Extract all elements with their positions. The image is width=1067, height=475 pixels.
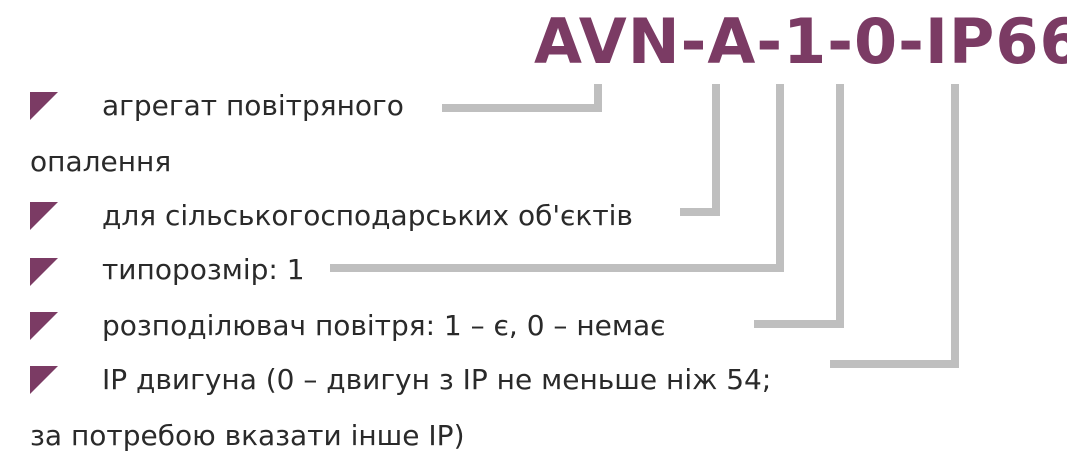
triangle-bullet-icon xyxy=(30,258,58,286)
item-distributor-line: розподілювач повітря: 1 – є, 0 – немає xyxy=(102,309,666,342)
triangle-bullet-icon xyxy=(30,202,58,230)
connector-line-distributor xyxy=(754,84,844,328)
item-ip-line-1: IP двигуна (0 – двигун з IP не меньше ні… xyxy=(102,363,772,396)
connector-line-size xyxy=(330,84,784,272)
item-purpose-line: для сільськогосподарських об'єктів xyxy=(102,199,633,232)
item-size-line: типорозмір: 1 xyxy=(102,253,305,286)
connector-line-type xyxy=(442,84,602,112)
connector-line-purpose xyxy=(680,84,720,216)
connector-line-ip xyxy=(830,84,959,368)
item-type-line-1: агрегат повітряного xyxy=(102,89,404,122)
triangle-bullet-icon xyxy=(30,366,58,394)
triangle-bullet-icon xyxy=(30,92,58,120)
item-type-line-2: опалення xyxy=(30,145,172,178)
model-code-title: AVN-A-1-0-IP66 xyxy=(534,5,1067,78)
item-ip-line-2: за потребою вказати інше IP) xyxy=(30,419,465,452)
triangle-bullet-icon xyxy=(30,312,58,340)
